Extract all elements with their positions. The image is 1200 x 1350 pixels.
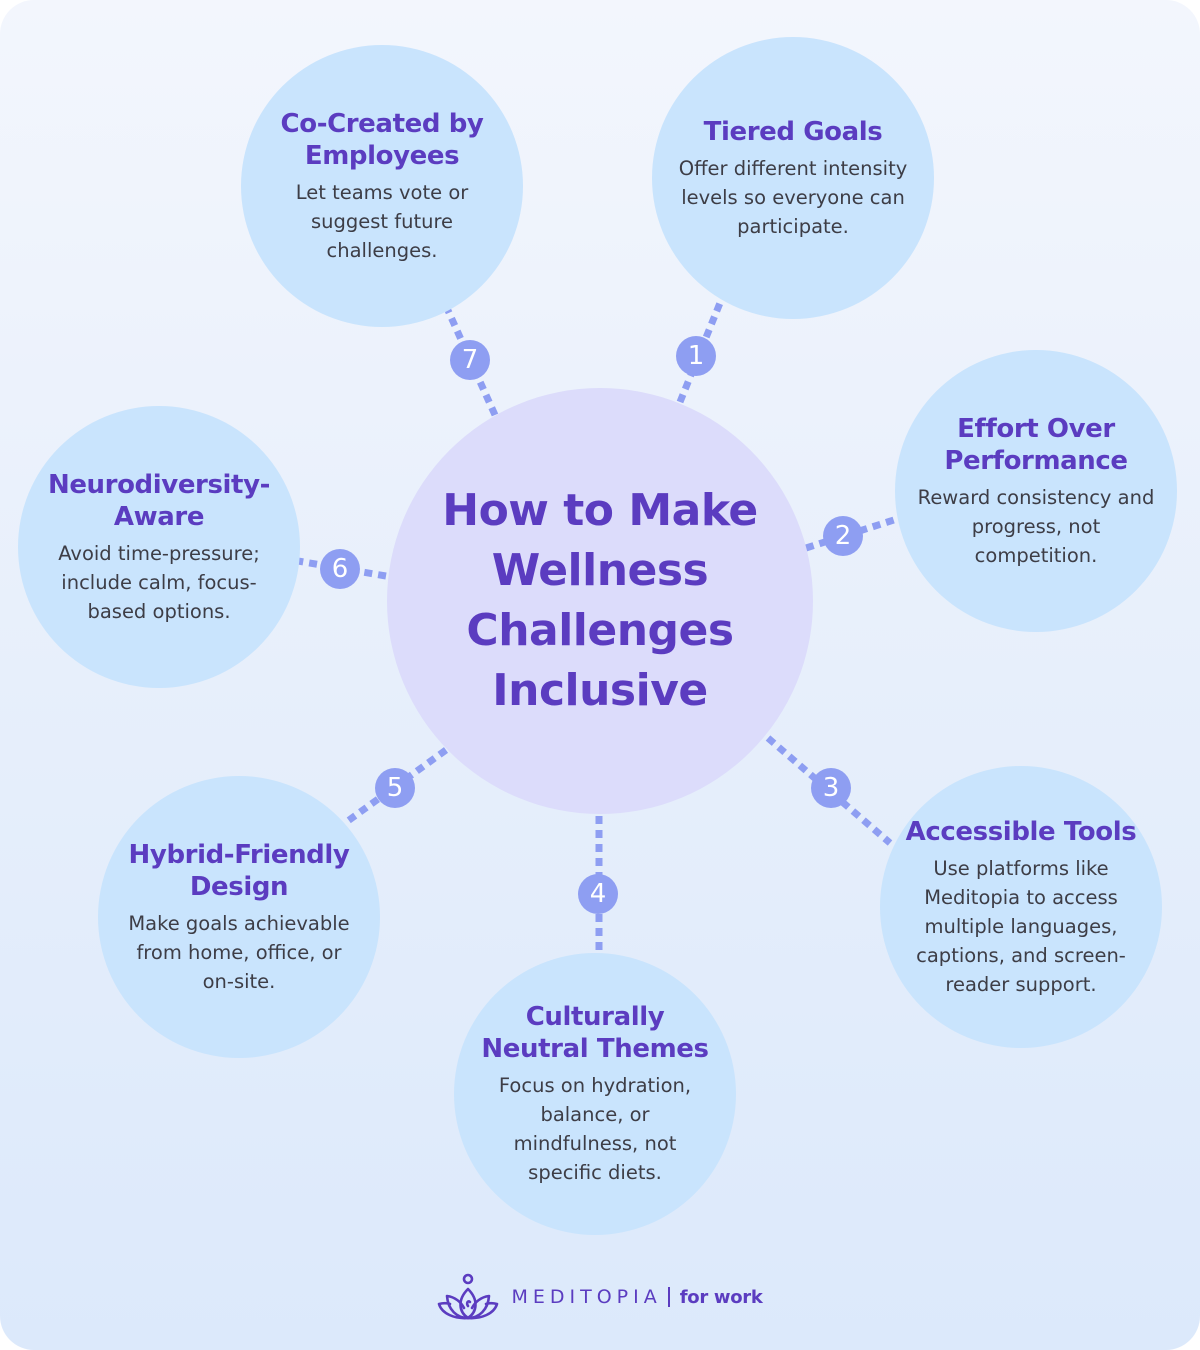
node-description: Make goals achievable from home, office,… (128, 911, 350, 993)
node-neurodiversity-aware: Neurodiversity-Aware Avoid time-pressure… (18, 406, 300, 688)
node-co-created-by-employees: Co-Created by Employees Let teams vote o… (241, 45, 523, 327)
node-description: Use platforms like Meditopia to access m… (916, 856, 1126, 996)
number-badge-3: 3 (811, 768, 851, 808)
brand-divider (667, 1287, 670, 1307)
node-description: Avoid time-pressure; include calm, focus… (58, 541, 260, 623)
brand-name: MEDITOPIA (511, 1286, 662, 1308)
node-effort-over-performance: Effort Over Performance Reward consisten… (895, 350, 1177, 632)
node-tiered-goals: Tiered Goals Offer different intensity l… (652, 37, 934, 319)
node-hybrid-friendly-design: Hybrid-Friendly Design Make goals achiev… (98, 776, 380, 1058)
number-badge-4: 4 (578, 874, 618, 914)
node-title: Hybrid-Friendly Design (128, 839, 350, 902)
brand-suffix: for work (679, 1286, 763, 1308)
node-description: Reward consistency and progress, not com… (917, 485, 1155, 567)
number-badge-6: 6 (320, 549, 360, 589)
node-title: Culturally Neutral Themes (481, 1002, 709, 1064)
number-badge-2: 2 (823, 516, 863, 556)
lotus-logo-icon (438, 1273, 499, 1320)
node-description: Offer different intensity levels so ever… (678, 156, 908, 238)
center-circle: How to Make Wellness Challenges Inclusiv… (387, 388, 813, 814)
node-title: Tiered Goals (703, 116, 883, 147)
node-culturally-neutral-themes: Culturally Neutral Themes Focus on hydra… (454, 953, 736, 1235)
node-title: Effort Over Performance (944, 413, 1128, 476)
number-badge-1: 1 (676, 336, 716, 376)
node-title: Co-Created by Employees (280, 108, 484, 171)
node-description: Focus on hydration, balance, or mindfuln… (498, 1074, 692, 1184)
number-badge-5: 5 (375, 768, 415, 808)
node-accessible-tools: Accessible Tools Use platforms like Medi… (880, 766, 1162, 1048)
footer-brand: MEDITOPIA for work (0, 1267, 1200, 1327)
node-title: Neurodiversity-Aware (47, 469, 271, 532)
center-title: How to Make Wellness Challenges Inclusiv… (442, 485, 758, 716)
number-badge-7: 7 (450, 340, 490, 380)
node-description: Let teams vote or suggest future challen… (295, 180, 469, 262)
node-title: Accessible Tools (905, 816, 1137, 847)
